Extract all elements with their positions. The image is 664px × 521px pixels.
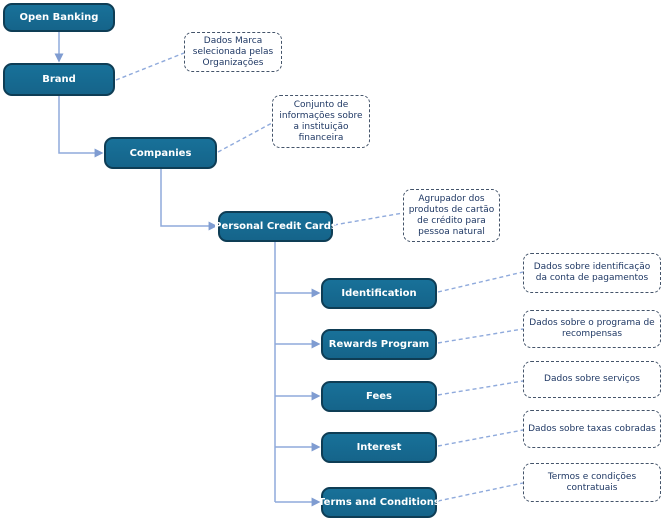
node-open-banking: Open Banking xyxy=(3,3,115,32)
leader-terms xyxy=(437,482,524,502)
node-brand: Brand xyxy=(3,63,115,96)
leader-fees xyxy=(437,380,524,396)
node-identification: Identification xyxy=(321,278,437,309)
node-rewards-program: Rewards Program xyxy=(321,329,437,360)
node-interest: Interest xyxy=(321,432,437,463)
leader-identification xyxy=(437,271,524,293)
annotation-brand: Dados Marca selecionada pelas Organizaçõ… xyxy=(184,32,282,72)
annotation-personal-credit-cards: Agrupador dos produtos de cartão de créd… xyxy=(403,189,500,242)
node-terms-and-conditions: Terms and Conditions xyxy=(318,487,440,518)
edge-companies-pcc xyxy=(160,169,218,231)
node-companies: Companies xyxy=(104,137,217,169)
leader-brand xyxy=(115,52,185,81)
node-personal-credit-cards: Personal Credit Cards xyxy=(214,211,337,242)
leader-pcc xyxy=(333,212,404,226)
leader-rewards xyxy=(437,328,524,344)
edge-brand-companies xyxy=(58,96,104,158)
annotation-companies: Conjunto de informações sobre a institui… xyxy=(272,95,370,148)
annotation-rewards-program: Dados sobre o programa de recompensas xyxy=(523,310,661,348)
annotation-fees: Dados sobre serviços xyxy=(523,361,661,398)
node-fees: Fees xyxy=(321,381,437,412)
annotation-interest: Dados sobre taxas cobradas xyxy=(523,410,661,448)
annotation-terms-and-conditions: Termos e condições contratuais xyxy=(523,463,661,502)
leader-companies xyxy=(217,122,273,153)
leader-interest xyxy=(437,429,524,447)
annotation-identification: Dados sobre identificação da conta de pa… xyxy=(523,253,661,293)
